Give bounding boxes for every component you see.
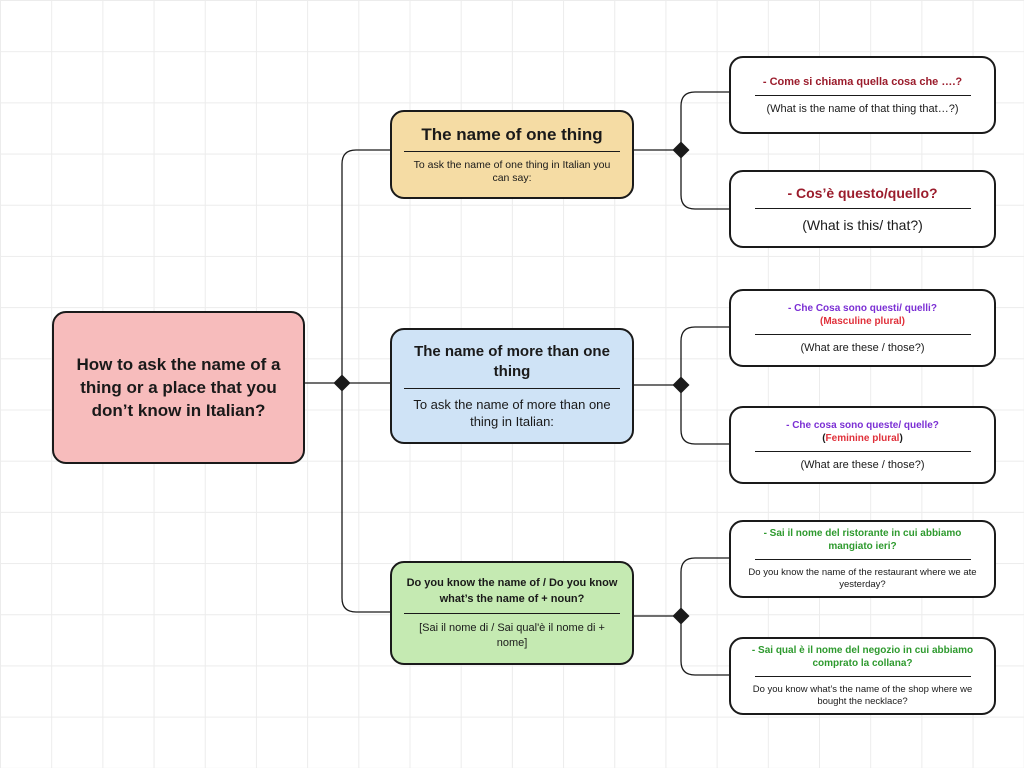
note-close-paren: ) bbox=[899, 433, 903, 444]
leaf-node-cos-e-questo: - Cos’è questo/quello? (What is this/ th… bbox=[729, 170, 996, 248]
junction-3-to-leaf-5 bbox=[680, 557, 729, 616]
junction-1-to-leaf-1 bbox=[680, 91, 729, 150]
leaf-node-negozio: - Sai qual è il nome del negozio in cui … bbox=[729, 637, 996, 715]
leaf-node-feminine-plural: - Che cosa sono queste/ quelle? (Feminin… bbox=[729, 406, 996, 484]
plural-note: (Masculine plural) bbox=[819, 316, 905, 327]
junction-2-to-leaf-4 bbox=[680, 385, 729, 445]
trunk-to-branch-3 bbox=[341, 383, 390, 613]
leaf-answer: (What are these / those?) bbox=[800, 459, 925, 471]
divider bbox=[404, 150, 620, 152]
divider bbox=[404, 613, 620, 614]
leaf-answer: (What is this/ that?) bbox=[802, 217, 923, 233]
note-open-paren: ( bbox=[822, 433, 826, 444]
divider bbox=[754, 334, 971, 335]
leaf-answer: (What are these / those?) bbox=[800, 342, 925, 354]
branch-description: [Sai il nome di / Sai qual'è il nome di … bbox=[419, 622, 605, 649]
junction-diamond-1 bbox=[672, 141, 690, 159]
leaf-question: - Come si chiama quella cosa che ….? bbox=[762, 75, 963, 88]
divider bbox=[754, 208, 971, 209]
branch-title: The name of more than one thing bbox=[414, 343, 610, 380]
branch-node-do-you-know: Do you know the name of / Do you know wh… bbox=[390, 561, 634, 665]
leaf-node-masculine-plural: - Che Cosa sono questi/ quelli? (Masculi… bbox=[729, 289, 996, 367]
branch-description: To ask the name of one thing in Italian … bbox=[413, 158, 611, 184]
leaf-question: - Che cosa sono queste/ quelle? (Feminin… bbox=[786, 419, 939, 445]
branch-title: The name of one thing bbox=[421, 124, 603, 144]
trunk-to-branch-1 bbox=[341, 149, 390, 383]
leaf-question-text: - Che Cosa sono questi/ quelli? bbox=[788, 303, 937, 314]
leaf-answer: Do you know the name of the restaurant w… bbox=[748, 567, 977, 590]
leaf-answer: Do you know what’s the name of the shop … bbox=[752, 684, 973, 707]
plural-note: Feminine plural bbox=[825, 433, 900, 444]
leaf-question: - Cos’è questo/quello? bbox=[787, 185, 938, 201]
divider bbox=[754, 94, 971, 96]
root-node: How to ask the name of a thing or a plac… bbox=[52, 311, 305, 464]
branch-description: To ask the name of more than one thing i… bbox=[413, 397, 611, 429]
junction-1-to-leaf-2 bbox=[680, 150, 729, 210]
leaf-question: - Sai qual è il nome del negozio in cui … bbox=[751, 645, 974, 669]
branch-node-one-thing: The name of one thing To ask the name of… bbox=[390, 110, 634, 199]
junction-diamond-root bbox=[333, 374, 351, 392]
junction-3-to-leaf-6 bbox=[680, 616, 729, 676]
junction-2-to-leaf-3 bbox=[680, 326, 729, 385]
leaf-node-come-si-chiama: - Come si chiama quella cosa che ….? (Wh… bbox=[729, 56, 996, 134]
leaf-node-ristorante: - Sai il nome del ristorante in cui abbi… bbox=[729, 520, 996, 598]
divider bbox=[754, 451, 971, 452]
junction-diamond-3 bbox=[672, 607, 690, 625]
junction-diamond-2 bbox=[672, 376, 690, 394]
leaf-answer: (What is the name of that thing that…?) bbox=[766, 102, 959, 115]
divider bbox=[754, 676, 971, 677]
branch-node-more-than-one-thing: The name of more than one thing To ask t… bbox=[390, 328, 634, 444]
leaf-question-text: - Che cosa sono queste/ quelle? bbox=[786, 420, 939, 431]
leaf-question: - Sai il nome del ristorante in cui abbi… bbox=[763, 528, 962, 552]
root-node-text: How to ask the name of a thing or a plac… bbox=[76, 355, 281, 420]
divider bbox=[754, 559, 971, 560]
branch-title: Do you know the name of / Do you know wh… bbox=[406, 577, 618, 605]
divider bbox=[404, 388, 620, 389]
leaf-question: - Che Cosa sono questi/ quelli? (Masculi… bbox=[788, 302, 937, 328]
